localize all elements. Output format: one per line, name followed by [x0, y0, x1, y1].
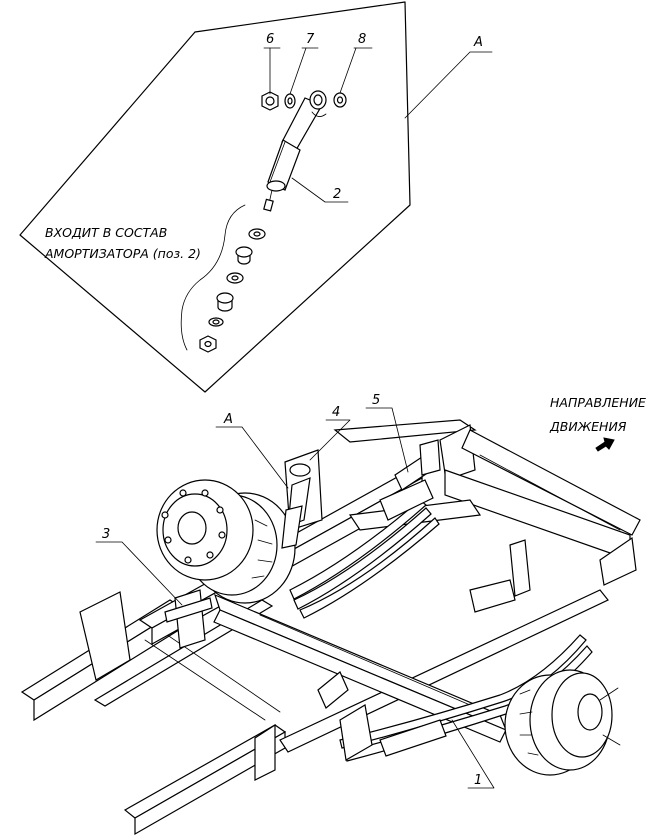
callout-6: 6 — [266, 32, 274, 47]
break-line — [180, 204, 246, 351]
assembly-note: ВХОДИТ В СОСТАВ АМОРТИЗАТОРА (поз. 2) — [44, 225, 201, 261]
bracket-rear — [509, 539, 531, 597]
callout-4: 4 — [332, 405, 340, 420]
callout-labels: 6 7 8 2 A A 4 5 3 1 — [102, 32, 483, 788]
rear-axle-assembly — [20, 407, 641, 836]
bracket-mid — [469, 579, 516, 613]
leaf-spring-left — [289, 479, 440, 619]
callout-7: 7 — [306, 32, 315, 47]
frame-rail-right — [333, 419, 641, 586]
washer-7 — [284, 93, 296, 109]
shock-absorber-installed — [281, 449, 323, 549]
callout-8: 8 — [358, 32, 366, 47]
brake-drum-left — [156, 479, 296, 604]
direction-arrow-icon — [595, 437, 615, 452]
callout-2: 2 — [333, 187, 341, 202]
detail-view-border — [19, 1, 411, 393]
bushing-stack — [199, 228, 266, 353]
callout-a-bottom: A — [223, 412, 233, 427]
note-line-1: ВХОДИТ В СОСТАВ — [45, 225, 167, 240]
bracket-3 — [164, 589, 213, 649]
callout-5: 5 — [372, 393, 380, 408]
detail-view-a — [19, 1, 493, 393]
shock-absorber — [263, 90, 327, 212]
frame-rail-left — [20, 591, 287, 836]
callout-a-top: A — [473, 35, 483, 50]
direction-line-1: НАПРАВЛЕНИЕ — [550, 395, 646, 410]
bracket-front — [317, 671, 349, 709]
note-line-2: АМОРТИЗАТОРА (поз. 2) — [44, 246, 201, 261]
bushing-8 — [333, 92, 347, 108]
nut-6 — [261, 91, 279, 111]
callout-3: 3 — [102, 527, 110, 542]
bracket-lower — [339, 704, 373, 761]
brake-drum-right — [504, 669, 621, 776]
bracket-5 — [394, 439, 441, 491]
direction-line-2: ДВИЖЕНИЯ — [549, 419, 627, 434]
direction-of-travel: НАПРАВЛЕНИЕ ДВИЖЕНИЯ — [549, 395, 646, 452]
callout-1: 1 — [474, 773, 482, 788]
